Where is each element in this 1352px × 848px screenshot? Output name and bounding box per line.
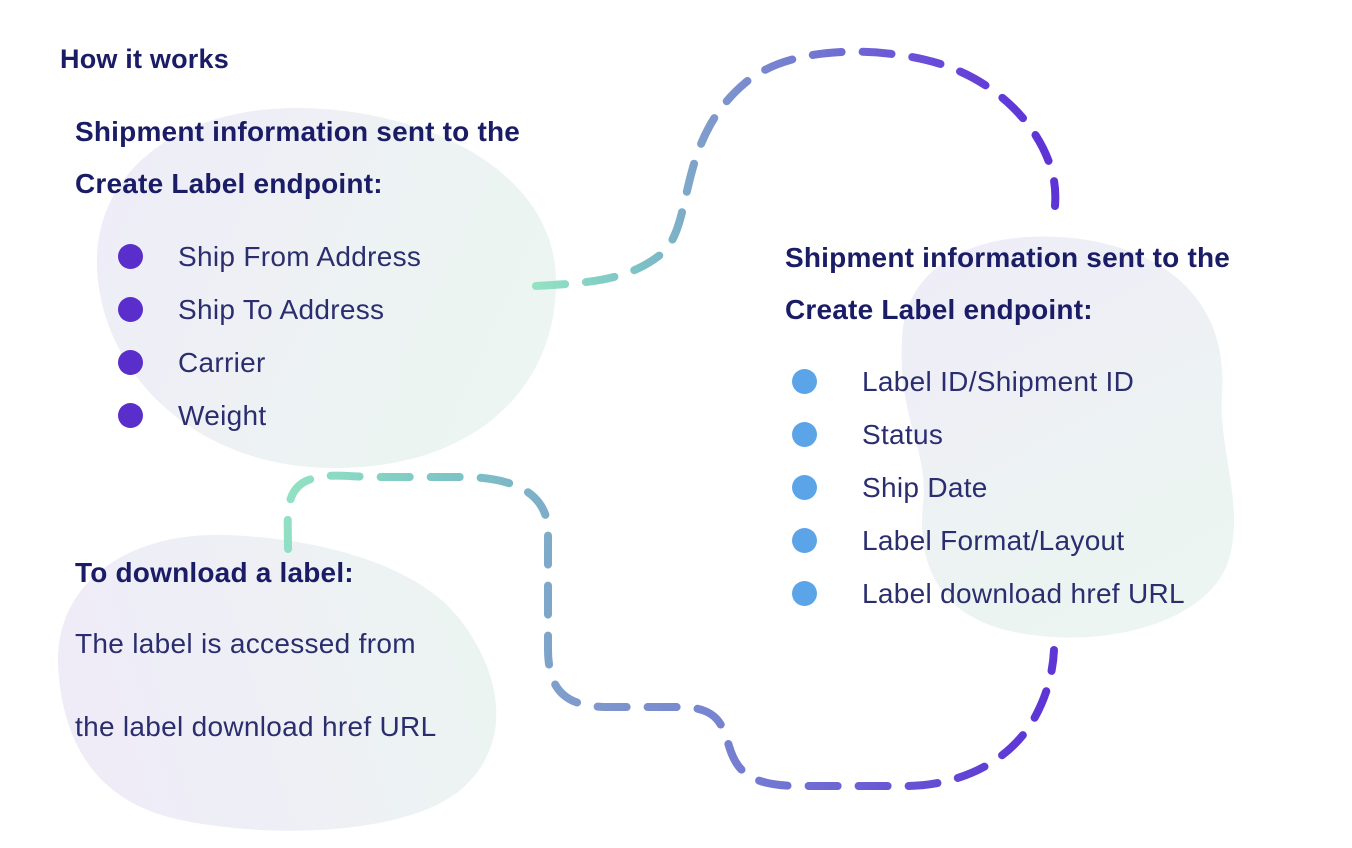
list-item: Weight [118, 389, 421, 442]
connector-top [532, 47, 1060, 290]
list-item: Ship Date [792, 461, 1185, 514]
bullet-icon [792, 369, 817, 394]
list-item-label: Label Format/Layout [862, 524, 1125, 556]
list-item: Status [792, 408, 1185, 461]
right-section-heading-line1: Shipment information sent to the [785, 242, 1231, 273]
bullet-icon [118, 244, 143, 269]
list-item-label: Ship Date [862, 471, 988, 503]
bullet-icon [118, 297, 143, 322]
page-title: How it works [60, 44, 229, 74]
bullet-icon [792, 528, 817, 553]
bullet-icon [118, 403, 143, 428]
list-item-label: Label download href URL [862, 577, 1185, 609]
download-section-body-line2: the label download href URL [75, 711, 437, 742]
left-section-heading-line1: Shipment information sent to the [75, 116, 521, 147]
list-item-label: Carrier [178, 346, 266, 378]
bullet-icon [118, 350, 143, 375]
list-item-label: Label ID/Shipment ID [862, 365, 1135, 397]
left-section-heading: Shipment information sent to the Create … [75, 106, 520, 210]
list-item-label: Ship From Address [178, 240, 422, 272]
left-section-heading-line2: Create Label endpoint: [75, 168, 383, 199]
bullet-icon [792, 422, 817, 447]
background-blob-bottom [57, 534, 497, 831]
download-section-body-line1: The label is accessed from [75, 628, 416, 659]
list-item: Label Format/Layout [792, 514, 1185, 567]
background-blob-right [901, 236, 1235, 638]
list-item-label: Ship To Address [178, 293, 385, 325]
list-item-label: Status [862, 418, 944, 450]
list-item: Label ID/Shipment ID [792, 355, 1185, 408]
right-section-heading-line2: Create Label endpoint: [785, 294, 1093, 325]
background-blob-left [96, 107, 556, 469]
bullet-icon [792, 475, 817, 500]
list-item-label: Weight [178, 399, 267, 431]
list-item: Label download href URL [792, 567, 1185, 620]
list-item: Ship From Address [118, 230, 421, 283]
connector-bottom [283, 471, 1058, 790]
bullet-icon [792, 581, 817, 606]
list-item: Ship To Address [118, 283, 421, 336]
right-section-heading: Shipment information sent to the Create … [785, 232, 1230, 336]
download-section-heading: To download a label: [75, 557, 354, 588]
list-item: Carrier [118, 336, 421, 389]
